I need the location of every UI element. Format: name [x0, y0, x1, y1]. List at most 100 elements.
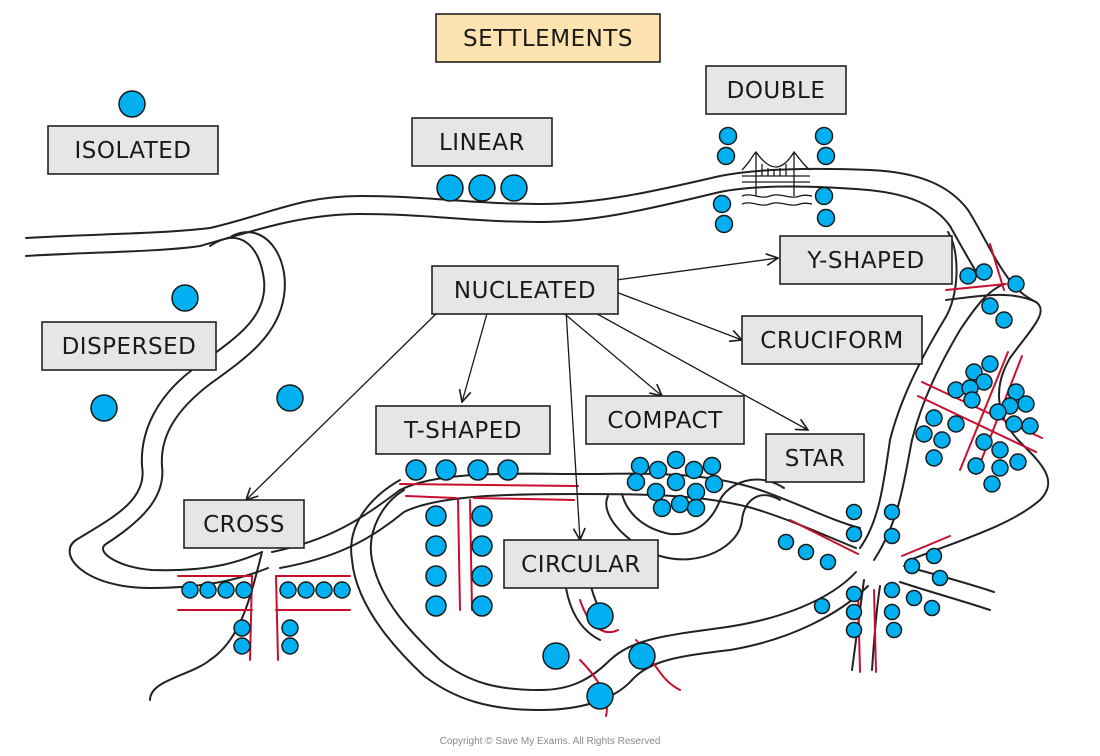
label-cruciform: CRUCIFORM [741, 315, 923, 365]
house-marker [666, 450, 686, 470]
house-marker [1005, 415, 1023, 433]
arrow-to-cruciform [615, 291, 742, 340]
arrow-to-star [589, 309, 808, 430]
house-marker [471, 505, 493, 527]
house-marker [816, 208, 836, 228]
house-marker [981, 355, 999, 373]
house-marker [497, 459, 519, 481]
arrow-to-y-shaped [615, 258, 778, 281]
label-t-shaped: T-SHAPED [375, 405, 551, 455]
house-marker [435, 459, 457, 481]
house-marker [471, 535, 493, 557]
house-marker [276, 384, 304, 412]
house-marker [975, 433, 993, 451]
house-marker [989, 403, 1007, 421]
house-marker [1009, 453, 1027, 471]
svg-text:DOUBLE: DOUBLE [727, 78, 826, 104]
arrows [246, 258, 808, 540]
house-marker [947, 415, 965, 433]
house-marker [883, 603, 901, 621]
arrow-to-t-shaped [462, 309, 489, 402]
house-marker [991, 459, 1009, 477]
house-marker [883, 527, 901, 545]
svg-text:STAR: STAR [785, 446, 846, 472]
svg-text:T-SHAPED: T-SHAPED [403, 418, 522, 444]
house-marker [118, 90, 146, 118]
house-marker [652, 498, 672, 518]
house-marker [845, 603, 863, 621]
svg-text:CIRCULAR: CIRCULAR [521, 552, 641, 578]
label-double: DOUBLE [705, 65, 847, 115]
copyright-text: Copyright © Save My Exams. All Rights Re… [440, 736, 661, 747]
arrow-to-compact [559, 309, 662, 396]
house-marker [716, 146, 736, 166]
house-marker [171, 284, 199, 312]
label-cross: CROSS [183, 499, 305, 549]
house-marker [630, 456, 650, 476]
house-marker [777, 533, 795, 551]
house-marker [586, 602, 614, 630]
arrow-to-cross [246, 309, 441, 500]
house-marker [983, 475, 1001, 493]
house-marker [931, 569, 949, 587]
label-nucleated: NUCLEATED [431, 265, 619, 315]
svg-text:LINEAR: LINEAR [439, 130, 525, 156]
house-marker [933, 431, 951, 449]
house-marker [883, 581, 901, 599]
house-marker [281, 637, 299, 655]
house-marker [845, 525, 863, 543]
house-marker [500, 174, 528, 202]
house-marker [925, 449, 943, 467]
house-marker [915, 425, 933, 443]
house-marker [425, 505, 447, 527]
house-marker [845, 585, 863, 603]
house-marker [235, 581, 253, 599]
house-marker [814, 126, 834, 146]
title-box: SETTLEMENTS [435, 13, 661, 63]
svg-text:NUCLEATED: NUCLEATED [454, 278, 596, 304]
svg-text:CROSS: CROSS [203, 512, 285, 538]
label-isolated: ISOLATED [47, 125, 219, 175]
house-marker [467, 459, 489, 481]
house-marker [666, 472, 686, 492]
house-marker [1021, 417, 1039, 435]
house-marker [436, 174, 464, 202]
svg-text:ISOLATED: ISOLATED [74, 138, 191, 164]
page-title: SETTLEMENTS [463, 26, 633, 52]
house-marker [959, 267, 977, 285]
house-marker [712, 194, 732, 214]
house-marker [217, 581, 235, 599]
house-marker [181, 581, 199, 599]
svg-text:COMPACT: COMPACT [607, 408, 723, 434]
house-marker [925, 547, 943, 565]
house-marker [586, 682, 614, 710]
house-marker [405, 459, 427, 481]
house-marker [797, 543, 815, 561]
house-marker [542, 642, 570, 670]
label-y-shaped: Y-SHAPED [779, 235, 953, 285]
house-marker [991, 441, 1009, 459]
house-marker [233, 619, 251, 637]
house-marker [279, 581, 297, 599]
label-linear: LINEAR [411, 117, 553, 167]
house-marker [686, 482, 706, 502]
house-marker [845, 503, 863, 521]
house-marker [813, 597, 831, 615]
house-marker [425, 535, 447, 557]
house-marker [468, 174, 496, 202]
house-marker [315, 581, 333, 599]
label-compact: COMPACT [585, 395, 745, 445]
label-circular: CIRCULAR [503, 539, 659, 589]
house-marker [333, 581, 351, 599]
house-marker [90, 394, 118, 422]
svg-text:Y-SHAPED: Y-SHAPED [806, 248, 924, 274]
streets [177, 243, 1043, 717]
house-marker [233, 637, 251, 655]
house-marker [1007, 275, 1025, 293]
house-marker [648, 460, 668, 480]
arrow-to-circular [565, 309, 580, 540]
house-marker [628, 642, 656, 670]
house-marker [975, 263, 993, 281]
label-star: STAR [765, 433, 865, 483]
house-marker [646, 482, 666, 502]
